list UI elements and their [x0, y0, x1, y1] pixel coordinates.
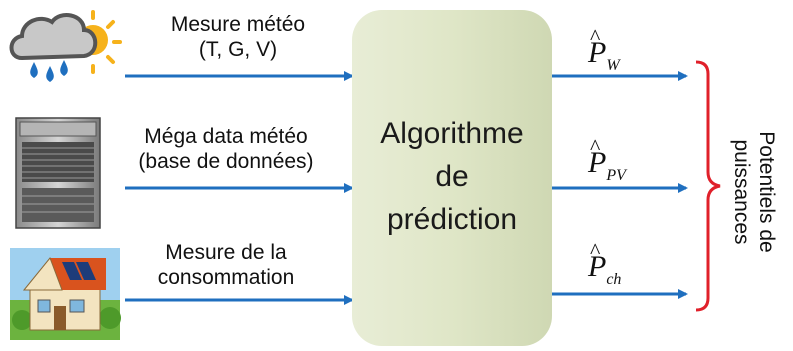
grouping-brace	[695, 60, 721, 312]
input-label-weather: Mesure météo (T, G, V)	[170, 13, 306, 61]
output-power-pv: ^PPV	[588, 134, 626, 184]
potential-powers-label: Potentiels de puissances	[730, 131, 778, 253]
prediction-algorithm-block	[352, 10, 552, 346]
output-power-charge: ^Pch	[588, 238, 622, 288]
weather-cloud-sun-rain-icon	[9, 10, 122, 82]
server-rack-icon	[15, 117, 101, 229]
input-label-database: Méga data météo (base de données)	[138, 125, 314, 173]
input-label-consumption: Mesure de la consommation	[157, 241, 295, 289]
solar-house-icon	[10, 248, 121, 340]
output-power-wind: ^PW	[588, 24, 620, 74]
prediction-algorithm-label: Algorithme de prédiction	[380, 117, 524, 236]
